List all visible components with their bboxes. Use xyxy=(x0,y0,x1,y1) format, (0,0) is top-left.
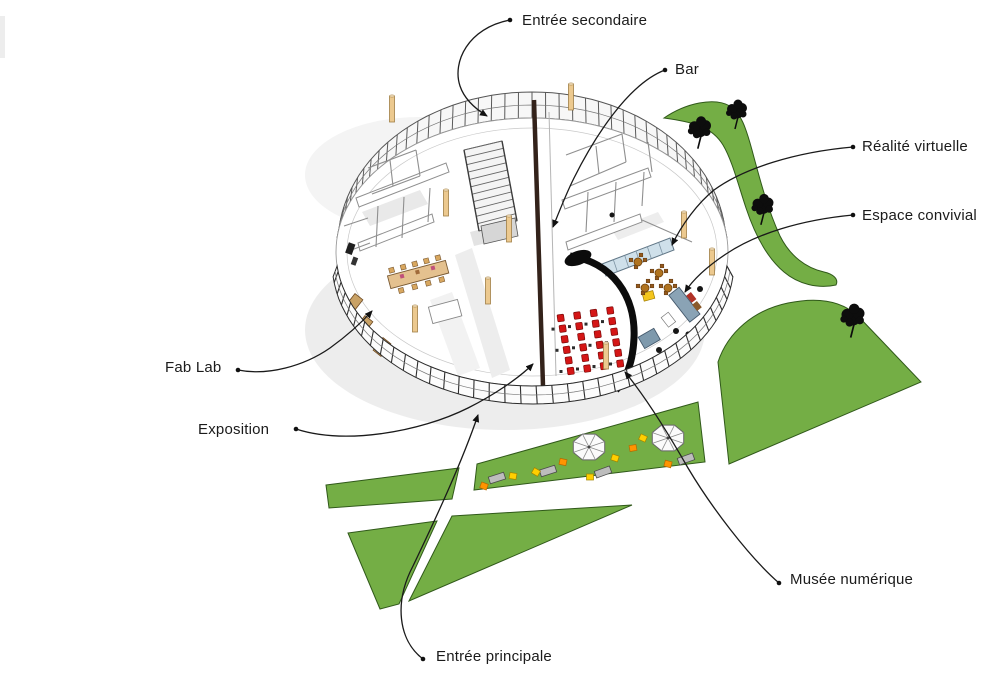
leader-exposition xyxy=(295,363,534,437)
label-bar: Bar xyxy=(675,61,699,78)
label-realite-virtuelle: Réalité virtuelle xyxy=(862,138,968,155)
label-entree-principale: Entrée principale xyxy=(436,648,552,665)
edge-artifact xyxy=(0,16,5,58)
label-fab-lab: Fab Lab xyxy=(165,359,222,376)
leader-realite-virtuelle xyxy=(671,146,854,246)
leader-bar xyxy=(552,69,666,228)
umbrella xyxy=(651,424,685,452)
leader-dots xyxy=(235,17,856,662)
label-exposition: Exposition xyxy=(198,421,270,438)
leader-espace-convivial xyxy=(684,214,854,293)
leader-entree-secondaire xyxy=(457,19,511,117)
label-espace-convivial: Espace convivial xyxy=(862,207,977,224)
building-front-wall xyxy=(332,264,734,405)
trees xyxy=(687,99,865,338)
bar-area xyxy=(609,212,703,353)
label-entree-secondaire: Entrée secondaire xyxy=(522,12,648,29)
central-spine-wall xyxy=(531,99,557,387)
leader-lines xyxy=(235,17,856,662)
grass-swoosh xyxy=(662,101,838,287)
grass-mound xyxy=(717,299,922,465)
leader-entree-principale xyxy=(400,414,480,660)
label-musee-numerique: Musée numérique xyxy=(790,571,914,588)
interior-walls xyxy=(343,133,693,253)
convivial-tables xyxy=(628,252,678,296)
terrace-furniture xyxy=(479,424,696,491)
leader-musee-numerique xyxy=(624,371,780,584)
floor-shadows xyxy=(362,190,664,378)
leader-fab-lab xyxy=(237,310,373,373)
umbrella xyxy=(572,433,606,461)
musee-seat-rows xyxy=(551,306,625,376)
